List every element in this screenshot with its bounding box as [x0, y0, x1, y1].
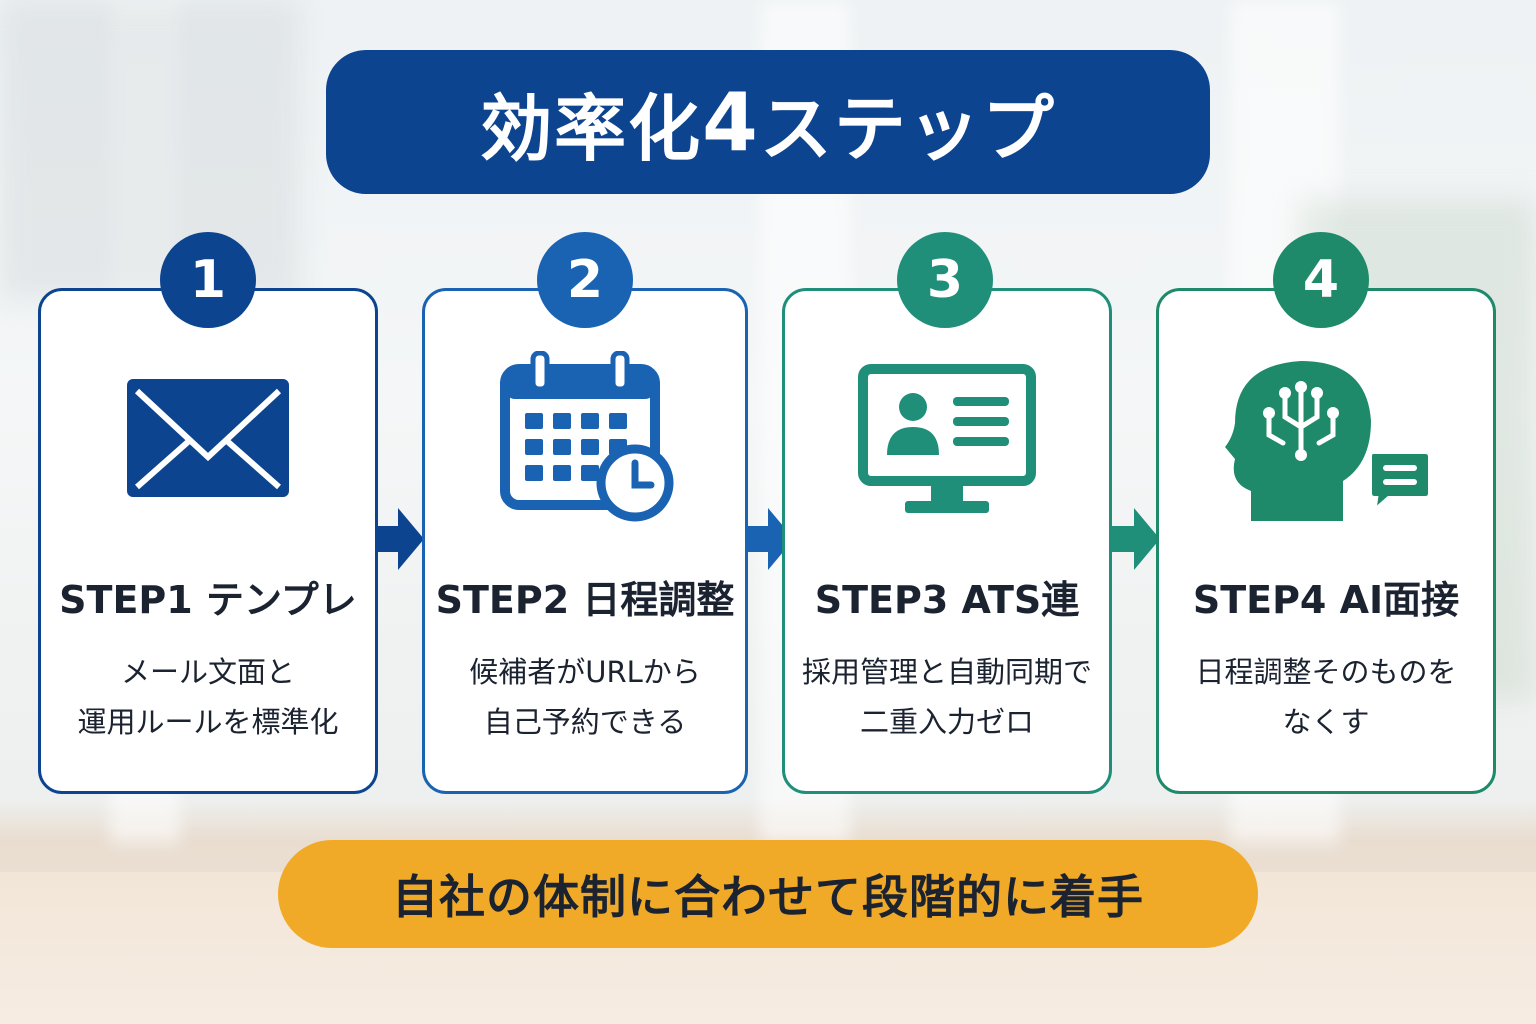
- step-badge-1: 1: [160, 232, 256, 328]
- step-description: メール文面と 運用ルールを標準化: [77, 655, 339, 739]
- calendar-clock-icon: [500, 351, 674, 522]
- step-description: 候補者がURLから 自己予約できる: [469, 655, 701, 739]
- footer-banner: 自社の体制に合わせて段階的に着手: [278, 840, 1258, 948]
- arrow-right-icon: [746, 508, 794, 570]
- step-title: STEP2 日程調整: [435, 578, 735, 622]
- step-title: STEP4 AI面接: [1192, 578, 1460, 622]
- step-card-1: STEP1 テンプレ メール文面と 運用ルールを標準化: [38, 288, 378, 794]
- step-badge-2: 2: [537, 232, 633, 328]
- step-card-3: STEP3 ATS連 採用管理と自動同期で 二重入力ゼロ: [782, 288, 1112, 794]
- arrow-right-icon: [376, 508, 424, 570]
- title-suffix: ステップ: [759, 86, 1056, 171]
- title-text: 効率化: [480, 86, 703, 171]
- step-title: STEP3 ATS連: [814, 578, 1080, 622]
- step-card-4: STEP4 AI面接 日程調整そのものを なくす: [1156, 288, 1496, 794]
- ai-head-chat-icon: [1225, 361, 1431, 521]
- step-description: 採用管理と自動同期で 二重入力ゼロ: [801, 655, 1092, 739]
- arrow-right-icon: [1112, 508, 1160, 570]
- envelope-icon: [127, 379, 289, 497]
- step-card-2: STEP2 日程調整 候補者がURLから 自己予約できる: [422, 288, 748, 794]
- step-badge-3: 3: [897, 232, 993, 328]
- step-title: STEP1 テンプレ: [59, 578, 357, 622]
- step-badge-4: 4: [1273, 232, 1369, 328]
- step-description: 日程調整そのものを なくす: [1195, 655, 1457, 739]
- title-number: 4: [702, 75, 760, 169]
- monitor-profile-icon: [858, 364, 1036, 513]
